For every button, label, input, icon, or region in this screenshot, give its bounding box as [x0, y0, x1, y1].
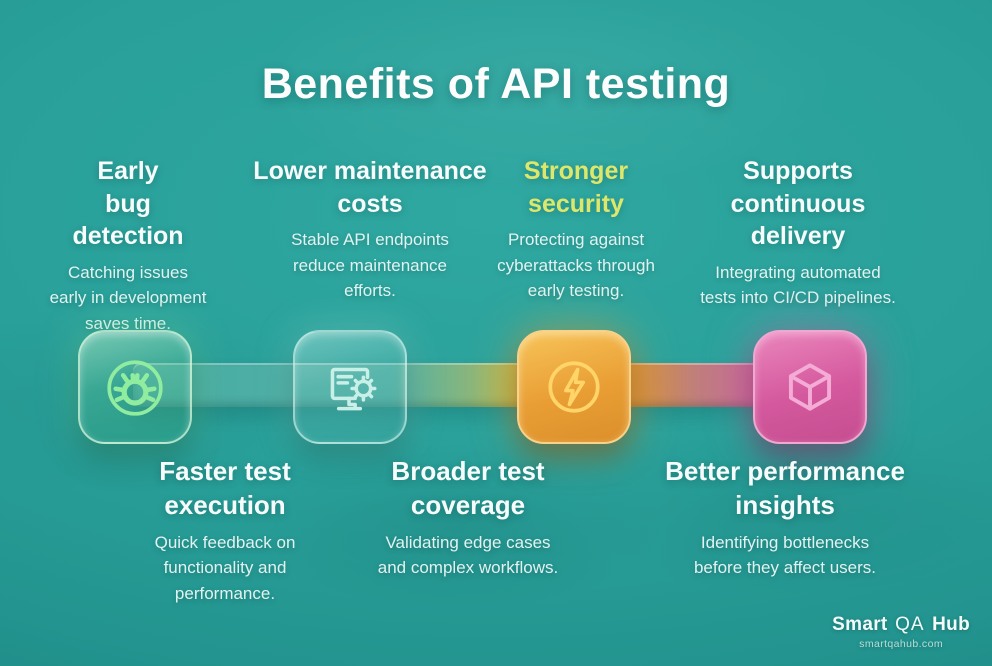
- brand-name: Smart QA Hub: [832, 614, 970, 636]
- benefit-description: Quick feedback on functionality and perf…: [154, 532, 296, 603]
- benefit-stronger-security: Stronger security Protecting against cyb…: [478, 155, 674, 304]
- benefit-description: Protecting against cyberattacks through …: [497, 230, 655, 300]
- brand-smart: Smart: [832, 614, 888, 635]
- benefit-heading: Early bug detection: [72, 157, 184, 250]
- node-performance-insights: [753, 330, 867, 444]
- benefit-lower-maintenance-costs: Lower maintenance costs Stable API endpo…: [240, 155, 500, 304]
- node-stronger-security: [517, 330, 631, 444]
- benefit-early-bug-detection: Early bug detection Catching issues earl…: [18, 155, 238, 336]
- icon-chain-connector: [133, 363, 808, 407]
- lightning-icon: [541, 354, 607, 420]
- cube-icon: [777, 354, 843, 420]
- benefit-heading: Supports continuous delivery: [730, 157, 866, 250]
- brand-hub: Hub: [932, 614, 970, 635]
- benefit-heading: Lower maintenance costs: [253, 157, 487, 218]
- benefit-description: Identifying bottlenecks before they affe…: [693, 532, 877, 578]
- benefit-description: Validating edge cases and complex workfl…: [377, 532, 559, 578]
- benefit-broader-test-coverage: Broader test coverage Validating edge ca…: [338, 455, 598, 581]
- benefit-faster-test-execution: Faster test execution Quick feedback on …: [95, 455, 355, 606]
- benefit-better-performance-insights: Better performance insights Identifying …: [615, 455, 955, 581]
- brand-logo: Smart QA Hub smartqahub.com: [832, 614, 970, 650]
- benefit-description: Stable API endpoints reduce maintenance …: [291, 230, 449, 300]
- page-title: Benefits of API testing: [261, 60, 731, 108]
- benefit-heading: Faster test execution: [159, 456, 291, 520]
- benefit-supports-continuous-delivery: Supports continuous delivery Integrating…: [684, 155, 912, 311]
- node-early-bug-detection: [78, 330, 192, 444]
- brand-website: smartqahub.com: [859, 638, 943, 650]
- monitor-gear-icon: [317, 354, 383, 420]
- node-automated-testing: [293, 330, 407, 444]
- benefit-description: Integrating automated tests into CI/CD p…: [700, 262, 896, 308]
- benefit-description: Catching issues early in development sav…: [49, 262, 207, 333]
- brand-qa-mark: QA: [895, 614, 925, 635]
- bug-icon: [102, 354, 168, 420]
- benefit-heading: Broader test coverage: [391, 456, 545, 520]
- benefit-heading: Better performance insights: [665, 456, 905, 520]
- benefit-heading: Stronger security: [523, 157, 629, 218]
